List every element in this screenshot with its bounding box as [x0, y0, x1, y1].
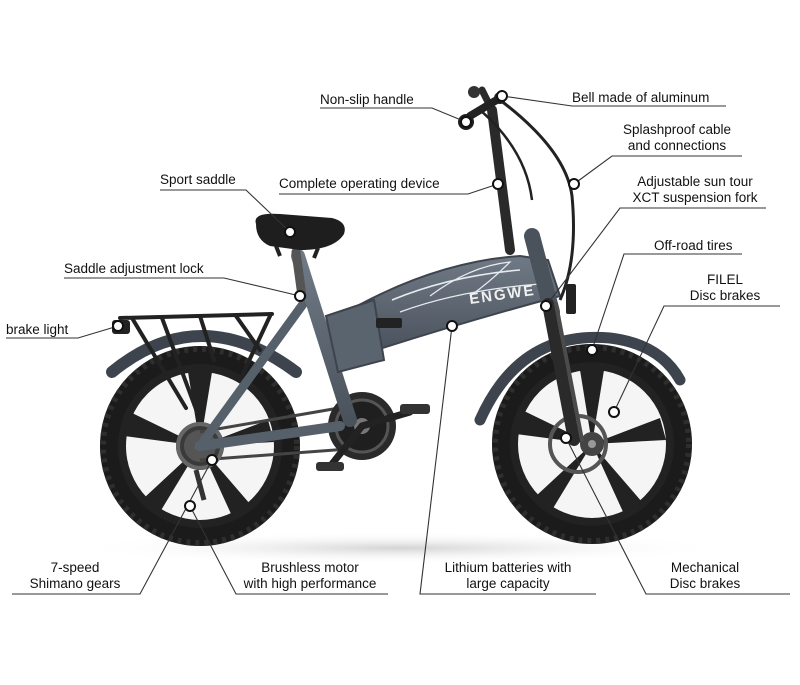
callout-dot-disc-brakes-filel [608, 406, 620, 418]
label-cable: Splashproof cable and connections [622, 122, 732, 153]
callout-dot-suspension-fork [540, 300, 552, 312]
callout-dot-sport-saddle [284, 226, 296, 238]
front-fender [474, 331, 686, 426]
label-batteries: Lithium batteries with large capacity [444, 560, 572, 591]
label-motor: Brushless motor with high performance [243, 560, 377, 591]
label-sport-saddle: Sport saddle [160, 172, 236, 187]
callout-dot-gears [206, 454, 218, 466]
leader-disc-brakes-filel [613, 305, 780, 413]
leader-bell [501, 95, 726, 107]
label-brake-light: brake light [6, 322, 69, 337]
label-off-road-tires: Off-road tires [654, 238, 733, 253]
label-suspension-fork: Adjustable sun tour XCT suspension fork [632, 174, 758, 205]
label-mechanical-brakes: Mechanical Disc brakes [669, 560, 741, 591]
label-disc-brakes-filel: FILEL Disc brakes [689, 272, 761, 303]
leader-operating-device [279, 183, 499, 195]
saddle [255, 213, 345, 301]
label-bell: Bell made of aluminum [572, 90, 710, 105]
rear-rack [118, 312, 274, 422]
suspension-fork [542, 284, 584, 446]
leader-sport-saddle [160, 189, 291, 233]
leader-motor [189, 505, 388, 595]
front-wheel [492, 344, 692, 544]
callout-dot-saddle-lock [294, 290, 306, 302]
callout-dot-batteries [446, 320, 458, 332]
callout-dot-cable [568, 178, 580, 190]
callout-dot-brake-light [112, 320, 124, 332]
bike-frame: ENGWE [195, 228, 562, 451]
leader-off-road-tires [591, 253, 742, 351]
leader-non-slip-handle [320, 107, 467, 123]
leader-brake-light [6, 325, 119, 339]
label-saddle-lock: Saddle adjustment lock [64, 261, 204, 276]
leader-batteries [419, 325, 596, 595]
leader-lines [6, 90, 790, 595]
leader-suspension-fork [545, 207, 766, 307]
rear-fender [106, 330, 302, 378]
callout-dot-operating-device [492, 178, 504, 190]
callout-dot-off-road-tires [586, 344, 598, 356]
callout-dot-motor [184, 500, 196, 512]
callout-dot-mechanical-brakes [560, 432, 572, 444]
leader-saddle-lock [64, 277, 301, 297]
label-operating-device: Complete operating device [279, 176, 440, 191]
label-gears: 7-speed Shimano gears [29, 560, 121, 591]
callout-dot-bell [496, 90, 508, 102]
leader-mechanical-brakes [565, 437, 790, 595]
leader-cable [573, 155, 742, 185]
callout-dot-non-slip-handle [460, 116, 472, 128]
label-non-slip-handle: Non-slip handle [320, 92, 414, 107]
